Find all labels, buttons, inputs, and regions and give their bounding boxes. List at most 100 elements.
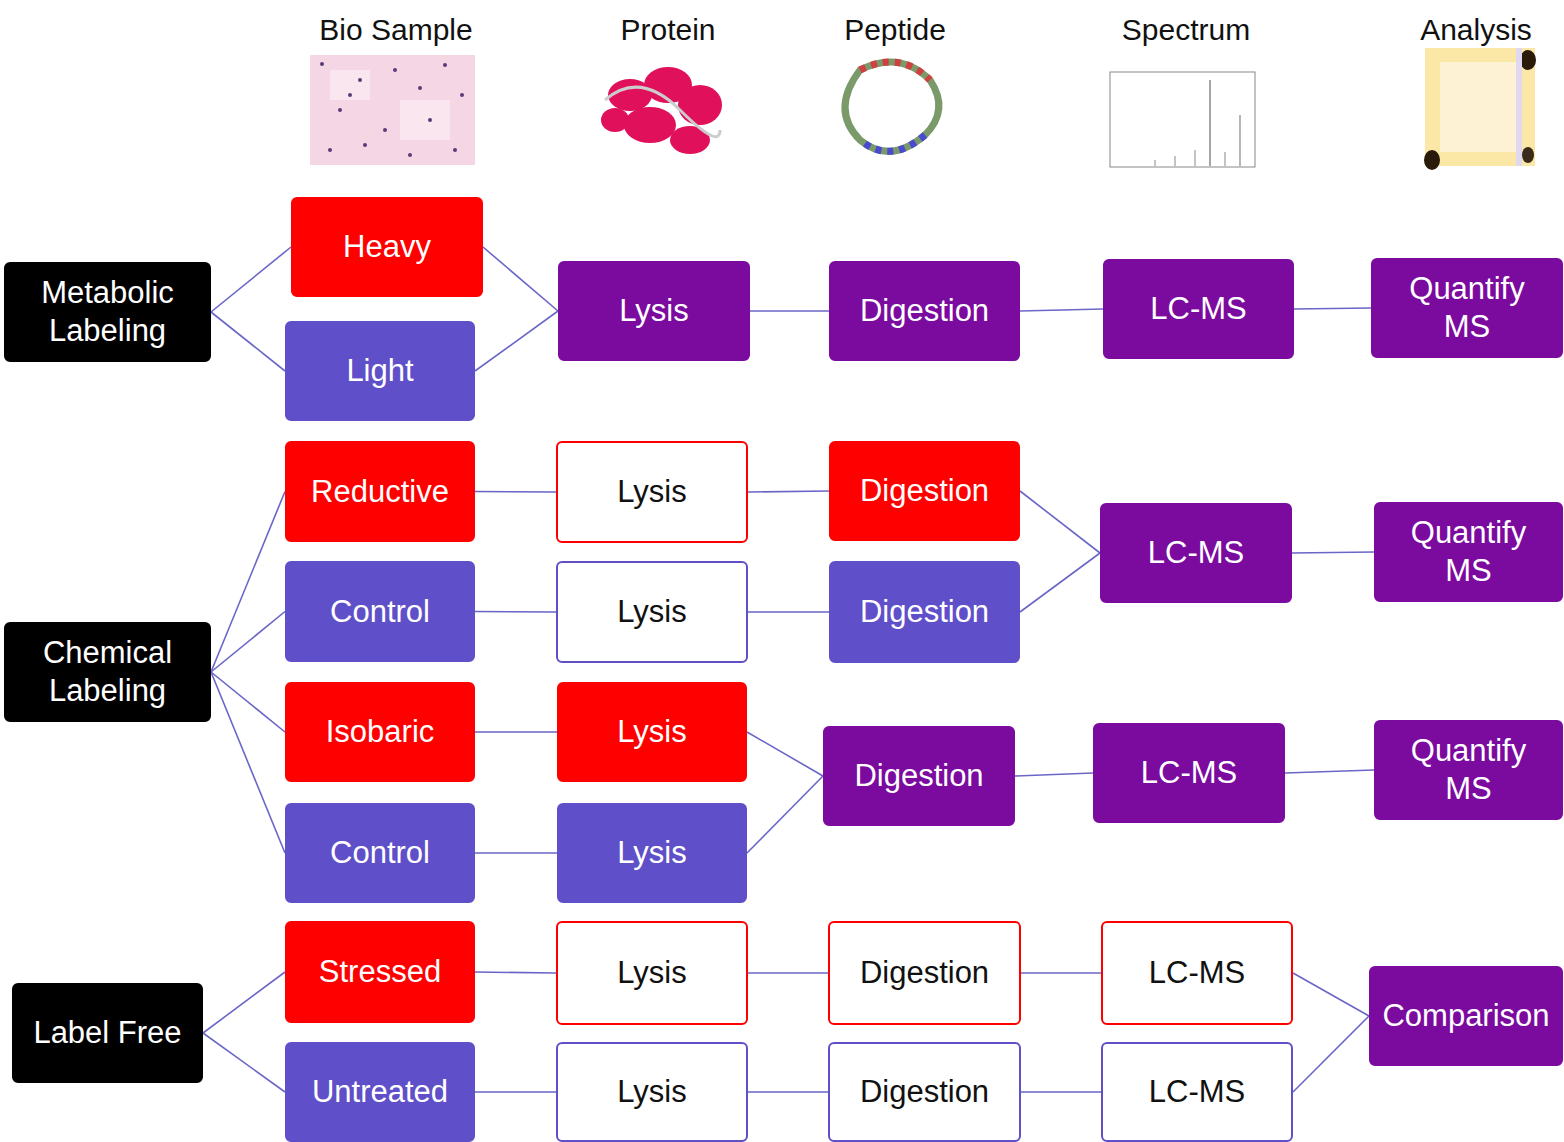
process-box: Isobaric	[285, 682, 475, 782]
connector-line	[475, 311, 558, 371]
box-label: Lysis	[617, 954, 686, 992]
connector-line	[1293, 973, 1369, 1016]
box-label: LC-MS	[1149, 954, 1245, 992]
process-box: Digestion	[829, 561, 1020, 663]
column-header: Bio Sample	[319, 13, 472, 47]
process-box: Quantify MS	[1374, 502, 1563, 602]
process-box: Control	[285, 561, 475, 662]
box-label: Lysis	[617, 834, 686, 872]
process-box: Label Free	[12, 983, 203, 1083]
connector-line	[1292, 552, 1374, 553]
connector-line	[1021, 973, 1101, 974]
process-box: LC-MS	[1093, 723, 1285, 823]
box-label: Lysis	[617, 713, 686, 751]
column-header: Peptide	[844, 13, 946, 47]
connector-line	[483, 247, 558, 311]
process-box: Lysis	[557, 682, 747, 782]
box-label: Lysis	[617, 1073, 686, 1111]
process-box: Quantify MS	[1371, 258, 1563, 358]
column-header: Spectrum	[1122, 13, 1250, 47]
process-box: Digestion	[829, 441, 1020, 541]
column-header: Analysis	[1420, 13, 1532, 47]
connector-line	[203, 972, 285, 1033]
column-header: Protein	[620, 13, 715, 47]
connector-line	[747, 732, 823, 776]
connector-line	[748, 1092, 828, 1093]
process-box: Control	[285, 803, 475, 903]
peptide-image	[845, 62, 939, 151]
process-box: Digestion	[823, 726, 1015, 826]
connector-line	[211, 612, 285, 673]
box-label: Lysis	[619, 292, 688, 330]
process-box: Metabolic Labeling	[4, 262, 211, 362]
box-label: Digestion	[860, 593, 989, 631]
box-label: LC-MS	[1148, 534, 1244, 572]
process-box: Untreated	[285, 1042, 475, 1142]
box-label: Control	[330, 593, 430, 631]
box-label: Reductive	[311, 473, 449, 511]
connector-line	[203, 1033, 285, 1092]
process-box: Light	[285, 321, 475, 421]
connector-line	[1015, 773, 1093, 776]
connector-line	[1020, 553, 1100, 612]
process-box: LC-MS	[1103, 259, 1294, 359]
connector-line	[211, 492, 285, 673]
box-label: Quantify MS	[1392, 270, 1542, 346]
box-label: Metabolic Labeling	[6, 274, 209, 350]
box-label: LC-MS	[1141, 754, 1237, 792]
process-box: LC-MS	[1100, 503, 1292, 603]
connector-line	[211, 312, 285, 371]
box-label: LC-MS	[1150, 290, 1246, 328]
connector-line	[748, 612, 829, 613]
box-label: Stressed	[319, 953, 441, 991]
connector-line	[748, 973, 828, 974]
box-label: Control	[330, 834, 430, 872]
connector-line	[211, 247, 291, 312]
connector-line	[211, 672, 285, 853]
process-box: Digestion	[829, 261, 1020, 361]
process-box: LC-MS	[1101, 1042, 1293, 1142]
connector-line	[475, 972, 556, 973]
process-box: Stressed	[285, 921, 475, 1023]
box-label: Label Free	[33, 1014, 181, 1052]
box-label: Chemical Labeling	[6, 634, 209, 710]
connector-line	[1293, 1016, 1369, 1092]
connector-line	[475, 853, 557, 854]
connector-line	[748, 491, 829, 492]
connector-line	[1285, 770, 1374, 773]
box-label: Light	[346, 352, 413, 390]
process-box: Chemical Labeling	[4, 622, 211, 722]
process-box: Lysis	[556, 561, 748, 663]
connector-line	[1020, 491, 1100, 553]
connector-line	[211, 672, 285, 732]
connector-line	[1294, 308, 1371, 309]
box-label: Digestion	[860, 292, 989, 330]
process-box: Comparison	[1369, 966, 1563, 1066]
process-box: Lysis	[558, 261, 750, 361]
box-label: LC-MS	[1149, 1073, 1245, 1111]
process-box: Digestion	[828, 1042, 1021, 1142]
box-label: Lysis	[617, 473, 686, 511]
box-label: Lysis	[617, 593, 686, 631]
analysis-heatmap	[1424, 48, 1536, 170]
connector-line	[475, 611, 556, 613]
box-label: Isobaric	[326, 713, 435, 751]
process-box: Lysis	[556, 921, 748, 1025]
box-label: Heavy	[343, 228, 431, 266]
process-box: Lysis	[557, 803, 747, 903]
protein-image	[601, 67, 722, 154]
box-label: Untreated	[312, 1073, 448, 1111]
process-box: Digestion	[828, 921, 1021, 1025]
process-box: Quantify MS	[1374, 720, 1563, 820]
process-box: Lysis	[556, 1042, 748, 1142]
process-box: Reductive	[285, 441, 475, 542]
tissue-image	[310, 55, 475, 165]
process-box: LC-MS	[1101, 921, 1293, 1025]
connector-line	[475, 1092, 556, 1093]
box-label: Digestion	[854, 757, 983, 795]
connector-line	[475, 732, 557, 733]
connector-line	[475, 491, 556, 493]
